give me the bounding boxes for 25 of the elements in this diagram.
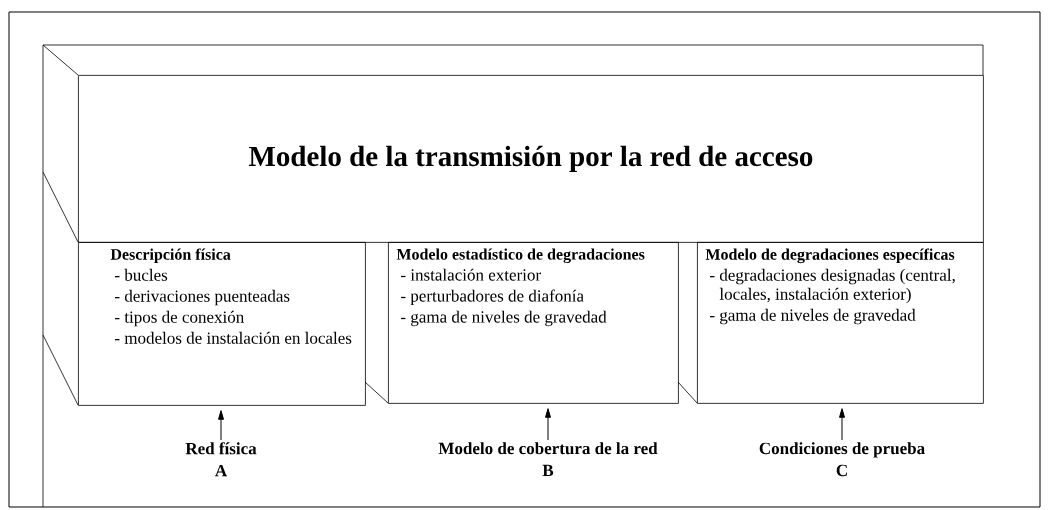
arrow: [545, 408, 551, 441]
list-item: - tipos de conexión: [115, 310, 244, 327]
input-letter: C: [836, 464, 847, 477]
list-item: - modelos de instalación en locales: [115, 331, 352, 344]
box-heading: Descripción física: [110, 248, 231, 264]
list-item: - perturbadores de diafonía: [401, 289, 584, 306]
box-heading: Modelo de degradaciones específicas: [705, 248, 955, 264]
arrow: [839, 408, 845, 441]
box-heading: Modelo estadístico de degradaciones: [396, 248, 645, 264]
list-item: - derivaciones puenteadas: [115, 289, 290, 306]
input-letter: A: [215, 464, 228, 477]
text-box: [78, 242, 366, 406]
title-box: Modelo de la transmisión por la red de acceso: [78, 75, 984, 243]
input-letter: B: [542, 464, 554, 477]
list-item: - gama de niveles de gravedad: [401, 310, 607, 327]
list-item: - degradaciones designadas (central, locales, instalación exterior): [710, 268, 955, 304]
text-box: [697, 242, 984, 404]
input-label: Condiciones de prueba: [759, 442, 925, 458]
text-box: [388, 242, 679, 404]
list-item: - instalación exterior: [401, 268, 541, 281]
input-label: Modelo de cobertura de la red: [438, 442, 658, 455]
input-label: Red física: [185, 442, 257, 455]
list-item: - bucles: [115, 268, 168, 281]
list-item: - gama de niveles de gravedad: [710, 308, 916, 325]
arrow: [218, 410, 224, 441]
